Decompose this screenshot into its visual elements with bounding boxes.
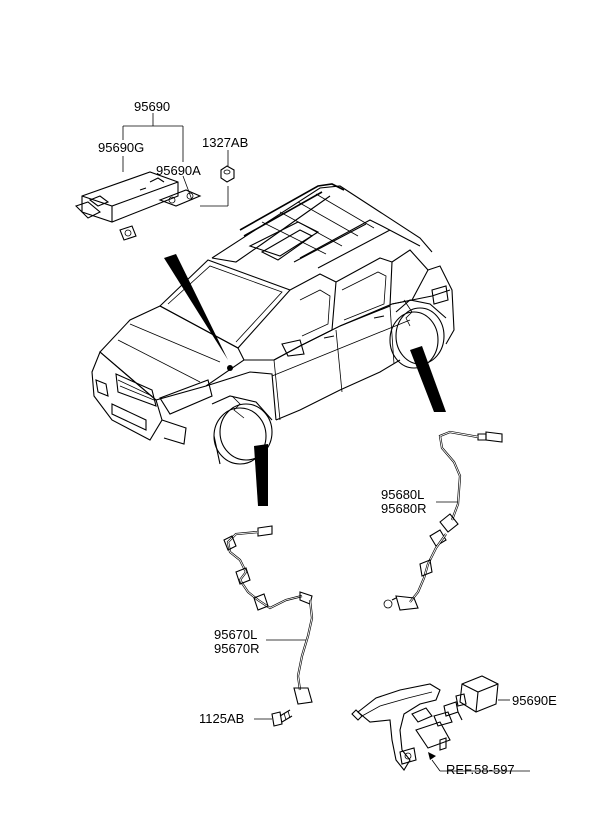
- suv-vehicle-icon: [91, 183, 455, 465]
- brake-pedal-sensor-icon: [351, 675, 499, 771]
- pointer-wedges: [164, 254, 446, 506]
- rear-wheel-speed-sensor-icon: [383, 430, 503, 611]
- label-95670L: 95670L: [214, 627, 258, 642]
- label-1125AB: 1125AB: [199, 711, 245, 726]
- nut-icon: [220, 165, 235, 183]
- leader-lines-sensors: [254, 501, 530, 772]
- abs-control-module-icon: [74, 171, 202, 241]
- label-95690: 95690: [134, 99, 171, 114]
- label-95690G: 95690G: [98, 140, 145, 155]
- label-95690A: 95690A: [156, 163, 201, 178]
- leader-lines-module: [122, 113, 229, 207]
- label-1327AB: 1327AB: [202, 135, 249, 150]
- bolt-icon: [271, 709, 293, 727]
- label-95680L: 95680L: [381, 487, 425, 502]
- front-wheel-speed-sensor-icon: [223, 525, 314, 705]
- label-95670R: 95670R: [214, 641, 260, 656]
- label-95680R: 95680R: [381, 501, 427, 516]
- label-ref: REF.58-597: [446, 762, 515, 777]
- label-95690E: 95690E: [512, 693, 557, 708]
